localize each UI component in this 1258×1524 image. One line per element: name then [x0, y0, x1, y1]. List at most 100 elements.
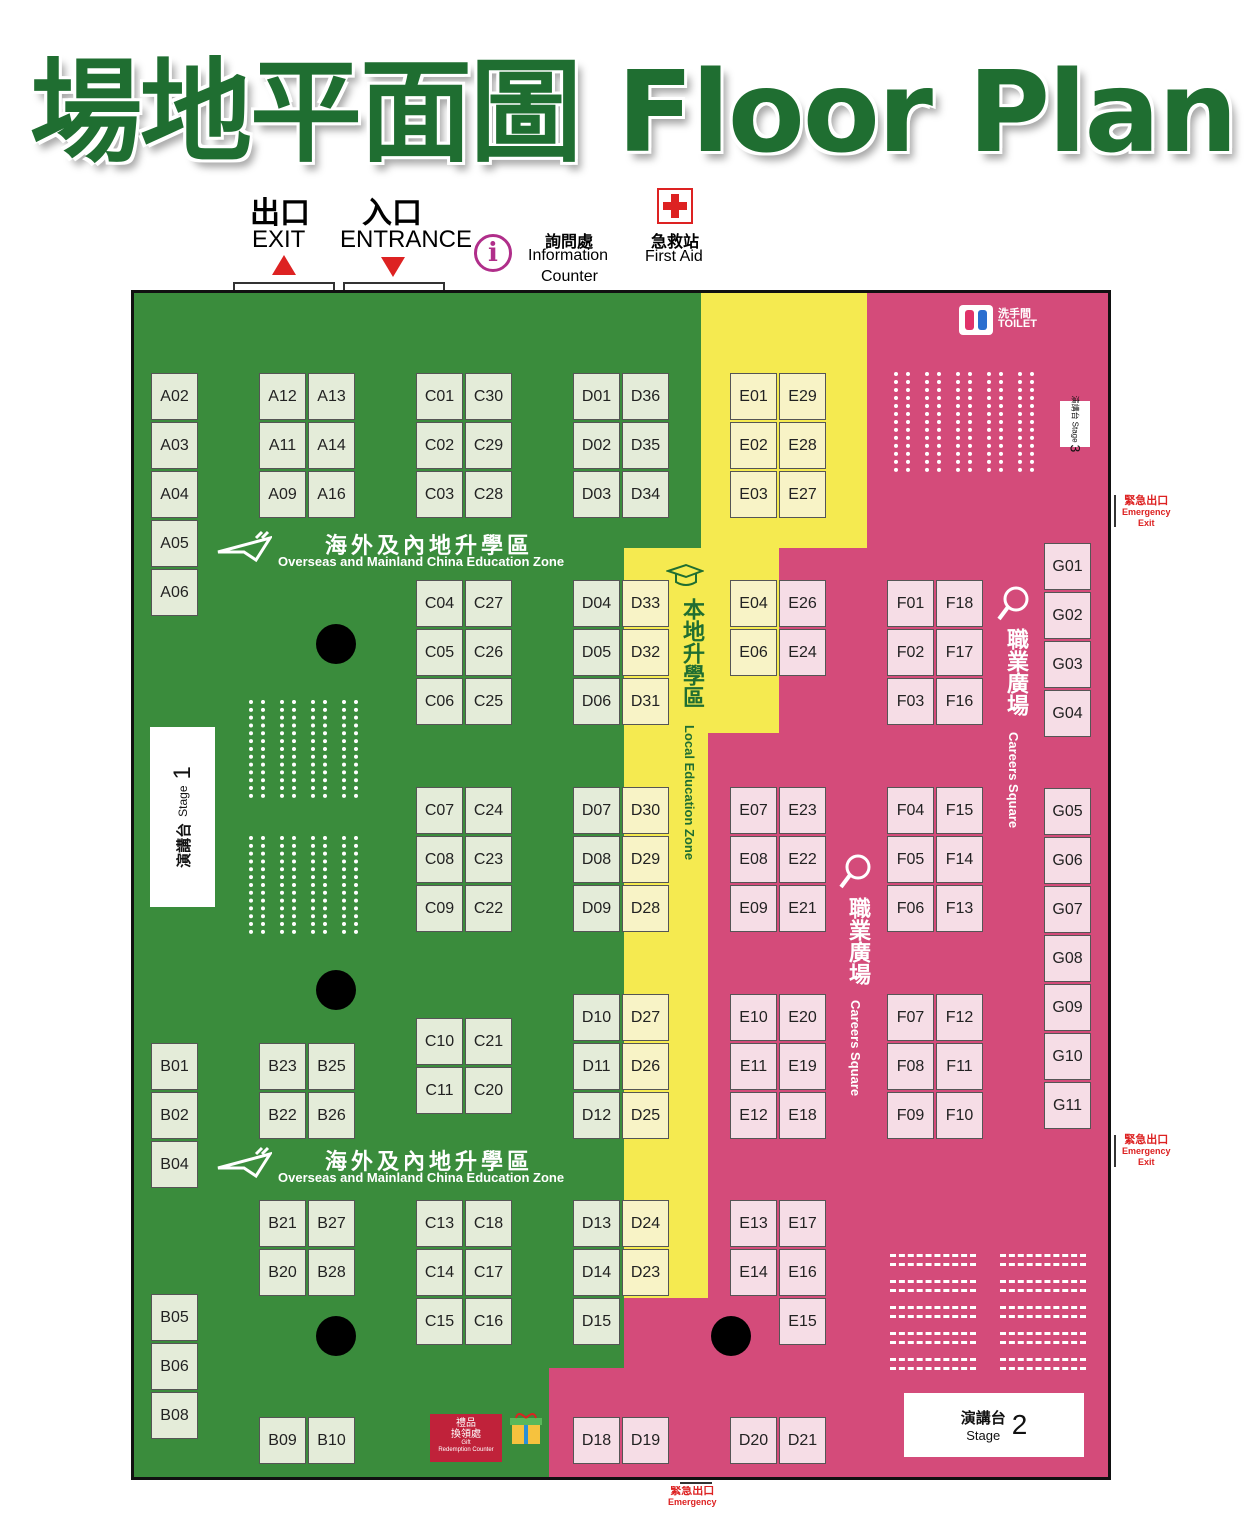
booth-e18: E18 [779, 1092, 826, 1139]
booth-c02: C02 [416, 422, 463, 469]
gift-icon [508, 1410, 544, 1446]
first-aid-label-en: First Aid [645, 248, 703, 265]
stage-1-label-en: Stage [175, 785, 190, 817]
booth-e02: E02 [730, 422, 777, 469]
booth-e28: E28 [779, 422, 826, 469]
emergency-label-zh: 緊急出口 [670, 1486, 715, 1497]
redemption-label-en-1: Gift [461, 1440, 471, 1446]
booth-f18: F18 [936, 580, 983, 627]
booth-d26: D26 [622, 1043, 669, 1090]
booth-c08: C08 [416, 836, 463, 883]
booth-b08: B08 [151, 1392, 198, 1439]
emergency-label-en: Emergency [1122, 507, 1171, 517]
booth-d35: D35 [622, 422, 669, 469]
booth-b23: B23 [259, 1043, 306, 1090]
booth-b28: B28 [308, 1249, 355, 1296]
first-aid-icon [657, 188, 693, 224]
booth-d19: D19 [622, 1417, 669, 1464]
booth-b21: B21 [259, 1200, 306, 1247]
booth-e11: E11 [730, 1043, 777, 1090]
booth-e22: E22 [779, 836, 826, 883]
booth-g02: G02 [1044, 592, 1091, 639]
booth-f15: F15 [936, 787, 983, 834]
plane-icon [216, 1146, 274, 1182]
booth-b25: B25 [308, 1043, 355, 1090]
booth-d07: D07 [573, 787, 620, 834]
booth-c22: C22 [465, 885, 512, 932]
booth-f11: F11 [936, 1043, 983, 1090]
booth-c07: C07 [416, 787, 463, 834]
first-aid-label-zh: 急救站 [651, 234, 700, 251]
gift-redemption-counter: 禮品 換領處 Gift Redemption Counter [430, 1414, 502, 1462]
booth-f14: F14 [936, 836, 983, 883]
booth-g01: G01 [1044, 543, 1091, 590]
booth-c06: C06 [416, 678, 463, 725]
booth-c18: C18 [465, 1200, 512, 1247]
entrance-door [343, 282, 445, 292]
booth-f07: F07 [887, 994, 934, 1041]
info-label-en-2: Counter [541, 268, 598, 285]
stage-3-number: 3 [1067, 444, 1084, 453]
booth-b22: B22 [259, 1092, 306, 1139]
booth-g11: G11 [1044, 1082, 1091, 1129]
booth-d10: D10 [573, 994, 620, 1041]
booth-d21: D21 [779, 1417, 826, 1464]
booth-e10: E10 [730, 994, 777, 1041]
booth-d29: D29 [622, 836, 669, 883]
booth-g08: G08 [1044, 935, 1091, 982]
careers-label-en: Careers Square [848, 1000, 863, 1097]
booth-c05: C05 [416, 629, 463, 676]
toilet-label-en: TOILET [998, 318, 1037, 330]
booth-e12: E12 [730, 1092, 777, 1139]
booth-c16: C16 [465, 1298, 512, 1345]
stage-3-label-en: Stage [1070, 421, 1080, 443]
booth-d33: D33 [622, 580, 669, 627]
exit-door [233, 282, 335, 292]
booth-g05: G05 [1044, 788, 1091, 835]
local-zone-label-zh: 本地升學區 [680, 598, 705, 708]
booth-g06: G06 [1044, 837, 1091, 884]
booth-a05: A05 [151, 520, 198, 567]
booth-c21: C21 [465, 1018, 512, 1065]
booth-b09: B09 [259, 1417, 306, 1464]
booth-b27: B27 [308, 1200, 355, 1247]
exit-arrow-icon [272, 255, 296, 275]
entrance-arrow-icon [381, 257, 405, 277]
booth-d11: D11 [573, 1043, 620, 1090]
booth-c30: C30 [465, 373, 512, 420]
booth-c29: C29 [465, 422, 512, 469]
booth-c09: C09 [416, 885, 463, 932]
stage-3-label-zh: 演講台 [1070, 395, 1080, 420]
emergency-label-en-2: Exit [1138, 518, 1155, 528]
emergency-exit: 緊急出口 Emergency [668, 1486, 717, 1522]
stage-2-label-zh: 演講台 [960, 1410, 1006, 1427]
booth-e06: E06 [730, 629, 777, 676]
stage-2-label-en: Stage [966, 1428, 1001, 1443]
booth-f06: F06 [887, 885, 934, 932]
careers-label-en: Careers Square [1006, 732, 1021, 829]
booth-e24: E24 [779, 629, 826, 676]
info-icon: i [474, 234, 512, 272]
booth-a03: A03 [151, 422, 198, 469]
booth-d08: D08 [573, 836, 620, 883]
info-label-en-1: Information [528, 247, 609, 264]
stage-2-number: 2 [1011, 1409, 1028, 1440]
booth-a09: A09 [259, 471, 306, 518]
booth-d09: D09 [573, 885, 620, 932]
overseas-zone-label-en: Overseas and Mainland China Education Zo… [278, 554, 565, 569]
emergency-exit: 緊急出口 Emergency Exit [1122, 496, 1171, 529]
booth-e09: E09 [730, 885, 777, 932]
booth-c25: C25 [465, 678, 512, 725]
booth-d04: D04 [573, 580, 620, 627]
stage-2: 演講台 Stage 2 [904, 1393, 1084, 1457]
redemption-label-zh-1: 禮品 [456, 1418, 476, 1429]
booth-c01: C01 [416, 373, 463, 420]
booth-g07: G07 [1044, 886, 1091, 933]
exit-label-en: EXIT [252, 226, 306, 253]
booth-d34: D34 [622, 471, 669, 518]
stage-1: 演講台 Stage 1 [150, 727, 215, 907]
booth-a04: A04 [151, 471, 198, 518]
emergency-label-zh: 緊急出口 [1124, 1134, 1169, 1146]
booth-f16: F16 [936, 678, 983, 725]
booth-b26: B26 [308, 1092, 355, 1139]
